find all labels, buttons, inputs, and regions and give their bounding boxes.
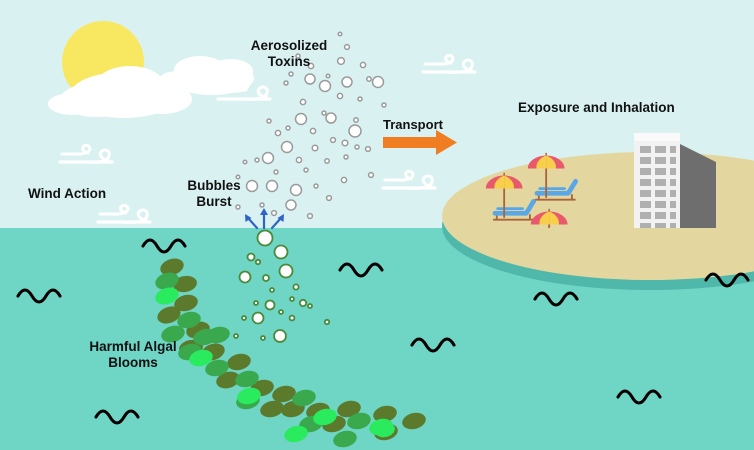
- label-transport: Transport: [383, 117, 443, 132]
- label-bubbles-burst: Bubbles Burst: [187, 178, 241, 209]
- label-exposure-and-inhalation: Exposure and Inhalation: [518, 100, 675, 115]
- bubble-burst-arrows: [245, 208, 284, 230]
- cloud-large: [48, 66, 192, 118]
- label-harmful-algal-blooms: Harmful Algal Blooms: [89, 339, 177, 370]
- cloud-small: [158, 56, 254, 95]
- label-wind-action: Wind Action: [28, 186, 107, 201]
- harmful-algal-blooms: [155, 258, 426, 448]
- aerosolized-toxin-bubbles: [235, 31, 387, 220]
- rising-bubbles: [233, 229, 331, 343]
- beach-waterline-shadow: [442, 228, 754, 290]
- transport-arrow-icon: [383, 130, 457, 155]
- building-windows: [640, 146, 676, 230]
- label-aerosolized-toxins: Aerosolized Toxins: [250, 38, 328, 69]
